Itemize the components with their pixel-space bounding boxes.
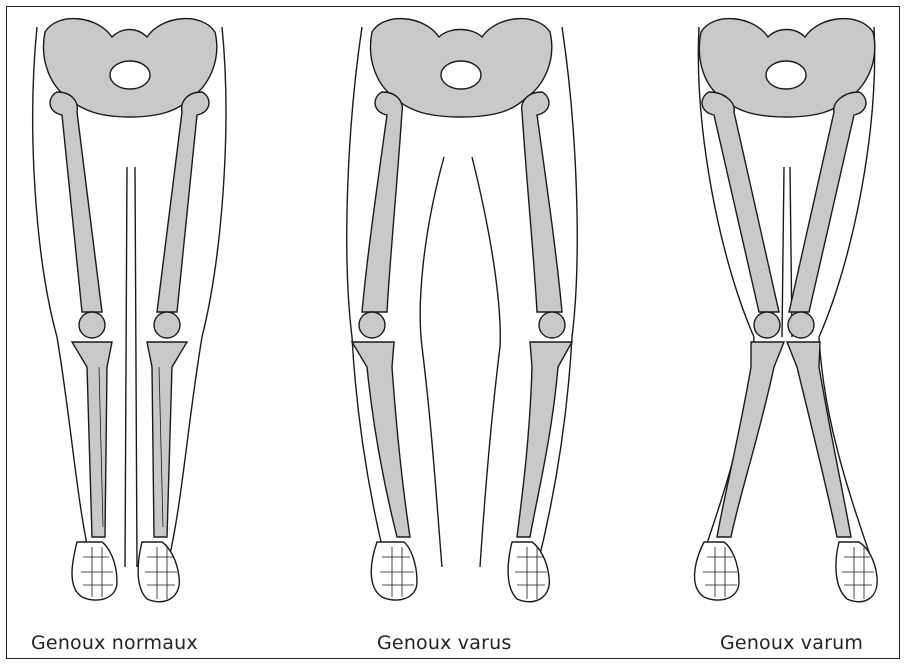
right-tibia: [517, 342, 572, 537]
left-femur: [362, 92, 402, 312]
right-tibia: [147, 342, 187, 537]
figure-frame: Genoux normaux Genoux varus Genoux varum: [6, 6, 900, 659]
caption-varus-knees: Genoux varus: [377, 632, 511, 654]
skeleton-varus: [332, 7, 592, 622]
right-tibia: [787, 342, 851, 537]
skeleton-valgum: [679, 7, 894, 622]
caption-valgum-knees: Genoux varum: [720, 632, 863, 654]
left-foot: [695, 542, 739, 600]
left-foot: [371, 542, 417, 600]
panel-varus-knees: [332, 7, 592, 622]
left-tibia: [72, 342, 112, 537]
right-femur: [789, 92, 866, 312]
left-femur: [50, 92, 102, 312]
right-femur: [522, 92, 562, 312]
left-patella: [79, 312, 105, 338]
left-patella: [359, 312, 385, 338]
right-patella: [154, 312, 180, 338]
caption-normal-knees: Genoux normaux: [31, 632, 198, 654]
left-tibia: [717, 342, 784, 537]
left-foot: [72, 542, 117, 600]
left-tibia: [352, 342, 410, 537]
right-patella: [788, 312, 814, 338]
right-patella: [539, 312, 565, 338]
panel-valgum-knees: [679, 7, 894, 622]
skeleton-normal: [17, 7, 247, 622]
panel-normal-knees: [17, 7, 247, 622]
right-femur: [157, 92, 209, 312]
left-patella: [754, 312, 780, 338]
